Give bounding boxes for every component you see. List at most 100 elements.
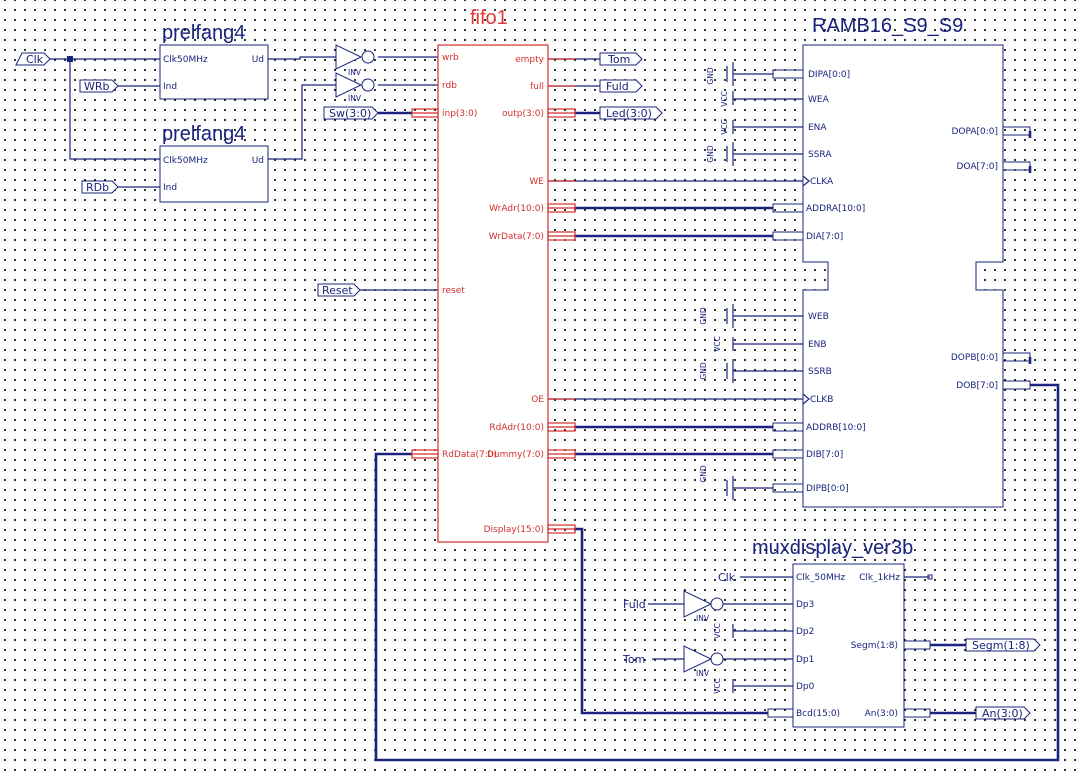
svg-text:CLKA: CLKA xyxy=(810,177,834,187)
svg-text:DOPB[0:0]: DOPB[0:0] xyxy=(951,353,998,363)
svg-text:VCC: VCC xyxy=(713,678,722,694)
svg-text:WrAdr(10:0): WrAdr(10:0) xyxy=(489,204,544,214)
gnd-symbol-dipa: GND xyxy=(706,62,773,86)
prelfang4-block-a[interactable]: prelfang4 Clk50MHz Ind Ud xyxy=(159,22,269,100)
io-marker-an[interactable]: An(3:0) xyxy=(975,706,1031,720)
io-marker-sw[interactable]: Sw(3:0) xyxy=(323,106,379,120)
svg-text:DIPA[0:0]: DIPA[0:0] xyxy=(808,70,850,80)
svg-text:WRb: WRb xyxy=(84,80,110,93)
prelfang4-b-title: prelfang4 xyxy=(162,123,245,145)
svg-text:An(3:0): An(3:0) xyxy=(865,709,898,719)
svg-text:RdAdr(10:0): RdAdr(10:0) xyxy=(489,423,544,433)
svg-text:Clk50MHz: Clk50MHz xyxy=(163,55,208,65)
svg-text:Tom: Tom xyxy=(607,53,630,66)
io-marker-led[interactable]: Led(3:0) xyxy=(599,106,663,120)
svg-text:Segm(1:8): Segm(1:8) xyxy=(851,641,898,651)
svg-text:DIB[7:0]: DIB[7:0] xyxy=(806,450,843,460)
svg-text:INV: INV xyxy=(348,94,362,103)
io-marker-reset[interactable]: Reset xyxy=(317,283,361,297)
svg-text:Fuld: Fuld xyxy=(606,80,629,93)
vcc-symbol-dp2: VCC xyxy=(713,623,793,639)
fifo1-title: fifo1 xyxy=(470,7,508,29)
io-marker-tom[interactable]: Tom xyxy=(599,52,643,66)
io-marker-rdb[interactable]: RDb xyxy=(81,180,119,194)
svg-text:DIPB[0:0]: DIPB[0:0] xyxy=(806,484,849,494)
gnd-symbol-web: GND xyxy=(699,304,803,328)
svg-text:DOPA[0:0]: DOPA[0:0] xyxy=(951,127,998,137)
svg-text:empty: empty xyxy=(515,55,545,65)
svg-text:Clk50MHz: Clk50MHz xyxy=(163,156,208,166)
svg-text:Dp2: Dp2 xyxy=(796,627,814,637)
svg-text:RdData(7:0): RdData(7:0) xyxy=(442,450,497,460)
svg-text:Clk_50MHz: Clk_50MHz xyxy=(796,573,845,583)
vcc-symbol-ena: VCC xyxy=(720,119,803,135)
muxdisplay-title: muxdisplay_ver3b xyxy=(752,537,913,559)
gnd-symbol-ssra: GND xyxy=(706,142,803,166)
svg-text:INV: INV xyxy=(696,669,710,678)
svg-text:GND: GND xyxy=(706,67,715,84)
svg-text:VCC: VCC xyxy=(720,119,729,135)
svg-text:rdb: rdb xyxy=(442,81,457,91)
power-symbols: GND VCC VCC GND GND VCC GND GND xyxy=(699,62,803,694)
ramb16-block[interactable]: RAMB16_S9_S9 DIPA[0:0] WEA ENA SSRA CLKA… xyxy=(772,15,1031,508)
fifo1-block[interactable]: fifo1 wrb rdb inp(3:0) reset RdData(7:0)… xyxy=(411,7,576,543)
svg-text:ADDRB[10:0]: ADDRB[10:0] xyxy=(806,423,866,433)
svg-text:WE: WE xyxy=(529,177,544,187)
inverter-wrb[interactable]: INV xyxy=(335,44,375,77)
svg-text:ENB: ENB xyxy=(808,340,827,350)
svg-text:WEB: WEB xyxy=(808,312,829,322)
mux-input-fuld: Fuld xyxy=(623,598,646,611)
io-marker-fuld[interactable]: Fuld xyxy=(599,79,643,93)
svg-text:DIA[7:0]: DIA[7:0] xyxy=(806,232,843,242)
muxdisplay-block[interactable]: muxdisplay_ver3b Clk_50MHz Clk_1kHz Dp3 … xyxy=(622,537,933,728)
svg-text:reset: reset xyxy=(442,286,465,296)
svg-text:SSRB: SSRB xyxy=(808,367,832,377)
svg-text:An(3:0): An(3:0) xyxy=(982,707,1023,720)
svg-text:Dp0: Dp0 xyxy=(796,682,815,692)
svg-text:VCC: VCC xyxy=(713,336,722,352)
svg-text:Display(15:0): Display(15:0) xyxy=(484,525,544,535)
gnd-symbol-ssrb: GND xyxy=(699,359,803,383)
inverter-rdb[interactable]: INV xyxy=(335,72,375,103)
svg-text:GND: GND xyxy=(699,307,708,324)
svg-text:VCC: VCC xyxy=(713,623,722,639)
svg-text:outp(3:0): outp(3:0) xyxy=(502,109,544,119)
svg-text:INV: INV xyxy=(696,614,710,623)
svg-text:Clk_1kHz: Clk_1kHz xyxy=(859,573,900,583)
svg-text:Ind: Ind xyxy=(163,183,177,193)
io-marker-wrb[interactable]: WRb xyxy=(79,79,119,93)
svg-text:INV: INV xyxy=(348,68,362,77)
svg-text:DOA[7:0]: DOA[7:0] xyxy=(956,162,998,172)
svg-text:VCC: VCC xyxy=(720,91,729,107)
inverter-fuld[interactable]: INV xyxy=(683,590,724,623)
svg-text:Dummy(7:0): Dummy(7:0) xyxy=(487,450,544,460)
svg-text:Ud: Ud xyxy=(252,55,264,65)
io-marker-clk[interactable]: Clk xyxy=(15,52,51,66)
svg-text:Ind: Ind xyxy=(163,82,177,92)
svg-text:CLKB: CLKB xyxy=(810,395,833,405)
svg-text:RDb: RDb xyxy=(86,181,109,194)
svg-text:ADDRA[10:0]: ADDRA[10:0] xyxy=(806,204,865,214)
mux-input-clk: Clk xyxy=(718,571,736,584)
prelfang4-block-b[interactable]: prelfang4 Clk50MHz Ind Ud xyxy=(159,123,269,203)
svg-text:DOB[7:0]: DOB[7:0] xyxy=(956,381,998,391)
vcc-symbol-dp0: VCC xyxy=(713,678,793,694)
svg-text:GND: GND xyxy=(699,465,708,482)
svg-text:SSRA: SSRA xyxy=(808,150,832,160)
io-marker-segm[interactable]: Segm(1:8) xyxy=(965,638,1041,652)
svg-text:OE: OE xyxy=(531,395,544,405)
inverter-tom[interactable]: INV xyxy=(683,645,724,678)
svg-text:Ud: Ud xyxy=(252,156,264,166)
svg-text:Dp1: Dp1 xyxy=(796,655,814,665)
prelfang4-a-title: prelfang4 xyxy=(162,22,245,44)
ramb16-title: RAMB16_S9_S9 xyxy=(812,15,963,37)
svg-text:Led(3:0): Led(3:0) xyxy=(606,107,652,120)
svg-text:Segm(1:8): Segm(1:8) xyxy=(972,639,1030,652)
vcc-symbol-wea: VCC xyxy=(720,91,803,107)
svg-text:Reset: Reset xyxy=(322,284,353,297)
gnd-symbol-dipb: GND xyxy=(699,465,773,500)
svg-text:GND: GND xyxy=(706,145,715,162)
svg-text:GND: GND xyxy=(699,362,708,379)
svg-text:Bcd(15:0): Bcd(15:0) xyxy=(796,709,840,719)
svg-text:ENA: ENA xyxy=(808,123,827,133)
